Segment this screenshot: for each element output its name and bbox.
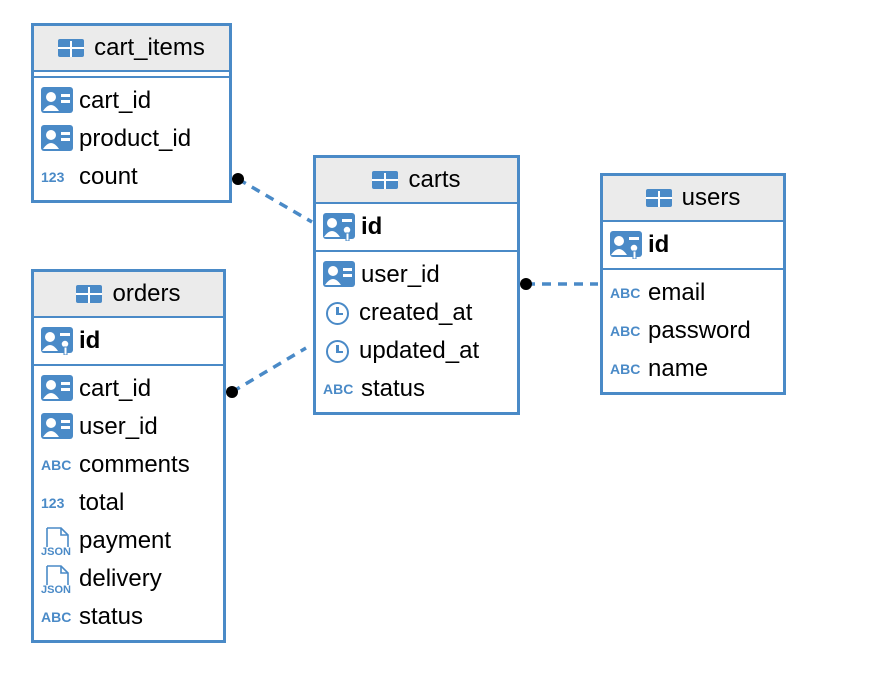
column[interactable]: ABC email — [603, 274, 783, 312]
primary-key-icon — [41, 327, 73, 356]
json-file-icon: JSON — [41, 565, 73, 596]
table-icon — [645, 189, 672, 207]
text-abc-icon: ABC — [610, 285, 641, 301]
column[interactable]: ABC password — [603, 312, 783, 350]
entity-title: orders — [112, 280, 181, 307]
column-name: created_at — [359, 299, 473, 326]
column-name: id — [361, 213, 383, 240]
column[interactable]: JSON delivery — [34, 560, 223, 598]
text-abc-icon: ABC — [323, 381, 354, 397]
column-name: delivery — [79, 565, 162, 592]
svg-text:JSON: JSON — [41, 584, 71, 595]
entity-header[interactable]: cart_items — [34, 26, 229, 72]
column[interactable]: created_at — [316, 294, 517, 332]
entity-cart_items[interactable]: cart_items cart_id product_id 123 count — [31, 23, 232, 203]
column-name: total — [79, 489, 125, 516]
relationship-line-cart_items-carts[interactable] — [237, 177, 313, 224]
column-name: password — [648, 317, 751, 344]
text-abc-icon: ABC — [41, 457, 72, 473]
text-abc-icon: ABC — [610, 361, 641, 377]
primary-key-column[interactable]: id — [603, 226, 783, 264]
relationship-endpoint-dot — [232, 173, 244, 185]
entity-title: carts — [408, 166, 461, 193]
id-card-icon — [41, 413, 73, 441]
column-name: product_id — [79, 125, 192, 152]
clock-icon — [326, 301, 349, 325]
table-icon — [76, 285, 103, 303]
column-name: comments — [79, 451, 190, 478]
primary-key-column[interactable]: id — [316, 208, 517, 246]
primary-key-section — [34, 72, 229, 78]
entity-header[interactable]: orders — [34, 272, 223, 318]
column-name: status — [79, 603, 144, 630]
relationship-endpoint-dot — [226, 386, 238, 398]
column-name: cart_id — [79, 87, 152, 114]
entity-title: cart_items — [94, 34, 205, 61]
column[interactable]: ABC status — [316, 370, 517, 408]
entity-header[interactable]: users — [603, 176, 783, 222]
column[interactable]: product_id — [34, 120, 229, 158]
column[interactable]: ABC name — [603, 350, 783, 388]
number-123-icon: 123 — [41, 169, 65, 185]
primary-key-section: id — [34, 318, 223, 366]
column[interactable]: cart_id — [34, 370, 223, 408]
column-name: status — [361, 375, 426, 402]
column-name: id — [648, 231, 670, 258]
column-name: name — [648, 355, 709, 382]
relationship-line-orders-carts[interactable] — [231, 346, 307, 394]
column-name: email — [648, 279, 706, 306]
column-name: user_id — [361, 261, 440, 288]
column[interactable]: user_id — [34, 408, 223, 446]
column[interactable]: ABC status — [34, 598, 223, 636]
primary-key-section: id — [316, 204, 517, 252]
primary-key-icon — [610, 231, 642, 260]
column[interactable]: JSON payment — [34, 522, 223, 560]
column-name: updated_at — [359, 337, 480, 364]
table-icon — [372, 171, 399, 189]
svg-text:JSON: JSON — [41, 546, 71, 557]
column[interactable]: cart_id — [34, 82, 229, 120]
column-name: cart_id — [79, 375, 152, 402]
json-file-icon: JSON — [41, 527, 73, 558]
column[interactable]: ABC comments — [34, 446, 223, 484]
columns-section: cart_id product_id 123 count — [34, 78, 229, 200]
clock-icon — [326, 339, 349, 363]
column-name: user_id — [79, 413, 158, 440]
column-name: count — [79, 163, 138, 190]
entity-header[interactable]: carts — [316, 158, 517, 204]
id-card-icon — [41, 375, 73, 403]
relationship-endpoint-dot — [520, 278, 532, 290]
column[interactable]: 123 count — [34, 158, 229, 196]
id-card-icon — [41, 125, 73, 153]
primary-key-icon — [323, 213, 355, 242]
id-card-icon — [323, 261, 355, 289]
column[interactable]: 123 total — [34, 484, 223, 522]
column[interactable]: updated_at — [316, 332, 517, 370]
entity-title: users — [681, 184, 741, 211]
primary-key-column[interactable]: id — [34, 322, 223, 360]
column-name: payment — [79, 527, 172, 554]
primary-key-section: id — [603, 222, 783, 270]
id-card-icon — [41, 87, 73, 115]
number-123-icon: 123 — [41, 495, 65, 511]
text-abc-icon: ABC — [41, 609, 72, 625]
column[interactable]: user_id — [316, 256, 517, 294]
table-icon — [58, 39, 85, 57]
column-name: id — [79, 327, 101, 354]
text-abc-icon: ABC — [610, 323, 641, 339]
